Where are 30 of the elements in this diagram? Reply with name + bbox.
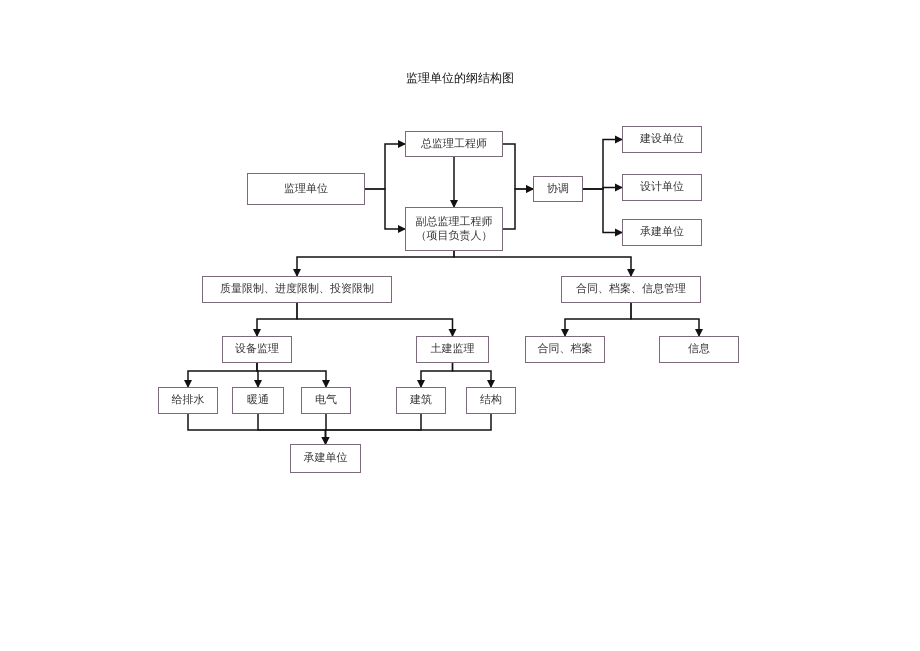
arrow <box>503 185 534 230</box>
process-box: 副总监理工程师（项目负责人） <box>405 207 503 251</box>
process-box: 信息 <box>659 336 739 363</box>
process-box: 承建单位 <box>622 219 702 246</box>
process-box: 合同、档案、信息管理 <box>561 276 701 303</box>
process-box: 质量限制、进度限制、投资限制 <box>202 276 392 303</box>
process-box: 总监理工程师 <box>405 131 503 157</box>
arrow <box>256 363 330 388</box>
process-box: 电气 <box>301 387 351 414</box>
arrow <box>583 188 623 236</box>
process-box: 给排水 <box>158 387 218 414</box>
arrow <box>450 157 458 208</box>
process-box: 设计单位 <box>622 174 702 201</box>
process-box: 设备监理 <box>222 336 292 363</box>
process-box: 监理单位 <box>247 173 365 205</box>
arrow <box>322 414 492 445</box>
process-box: 建设单位 <box>622 126 702 153</box>
arrow <box>365 188 406 233</box>
arrow <box>630 303 703 337</box>
process-box: 建筑 <box>396 387 446 414</box>
arrow <box>452 363 495 388</box>
process-box: 土建监理 <box>416 336 489 363</box>
process-box: 合同、档案 <box>525 336 605 363</box>
arrow <box>453 251 635 277</box>
process-box: 暖通 <box>232 387 284 414</box>
diagram-title: 监理单位的纲结构图 <box>405 70 515 87</box>
arrow <box>296 303 456 337</box>
process-box: 结构 <box>466 387 516 414</box>
process-box: 承建单位 <box>290 444 361 473</box>
process-box: 协调 <box>533 176 583 202</box>
